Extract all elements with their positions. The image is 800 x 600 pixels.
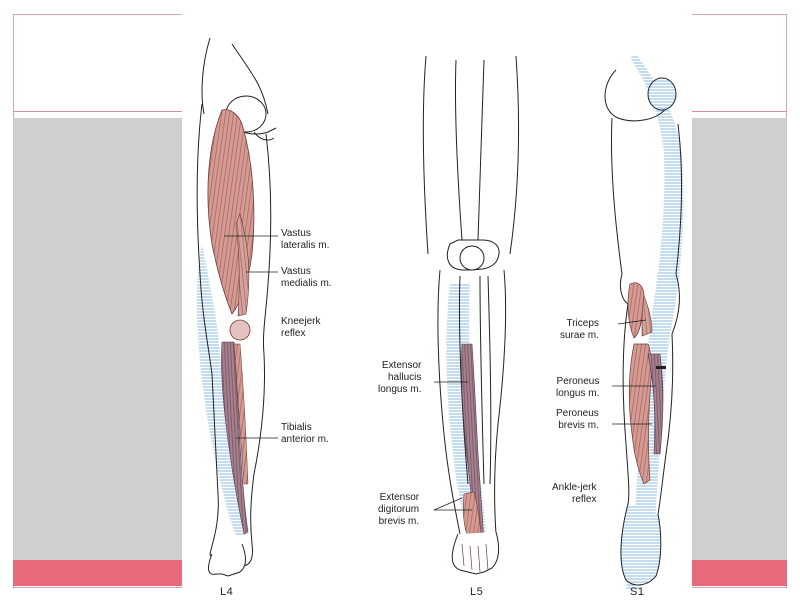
dermatome-figure: Vastus lateralis m. Vastus medialis m. K…	[182, 14, 692, 600]
label-knee-jerk-reflex: Kneejerk reflex	[281, 316, 321, 339]
l5-leg	[422, 55, 519, 575]
right-grey-band	[692, 118, 787, 560]
right-red-band	[692, 560, 787, 586]
segment-label-s1: S1	[630, 586, 645, 598]
segment-label-l5: L5	[470, 586, 484, 598]
s1-leg	[604, 54, 684, 590]
label-extensor-hallucis-longus: Extensor hallucis longus m.	[378, 360, 422, 395]
segment-label-l4: L4	[220, 586, 234, 598]
leg-illustration	[196, 37, 684, 590]
left-grey-band	[13, 118, 182, 560]
label-peroneus-brevis: Peroneus brevis m.	[556, 408, 599, 431]
label-vastus-medialis: Vastus medialis m.	[281, 266, 332, 289]
label-triceps-surae: Triceps surae m.	[560, 318, 599, 341]
label-ankle-jerk-reflex: Ankle-jerk reflex	[552, 482, 597, 505]
l4-leg	[196, 37, 278, 577]
label-vastus-lateralis: Vastus lateralis m.	[281, 228, 330, 251]
left-red-band	[13, 560, 182, 586]
label-tibialis-anterior: Tibialis anterior m.	[281, 422, 329, 445]
label-extensor-digitorum-brevis: Extensor digitorum brevis m.	[378, 492, 420, 527]
label-peroneus-longus: Peroneus longus m.	[556, 376, 600, 399]
